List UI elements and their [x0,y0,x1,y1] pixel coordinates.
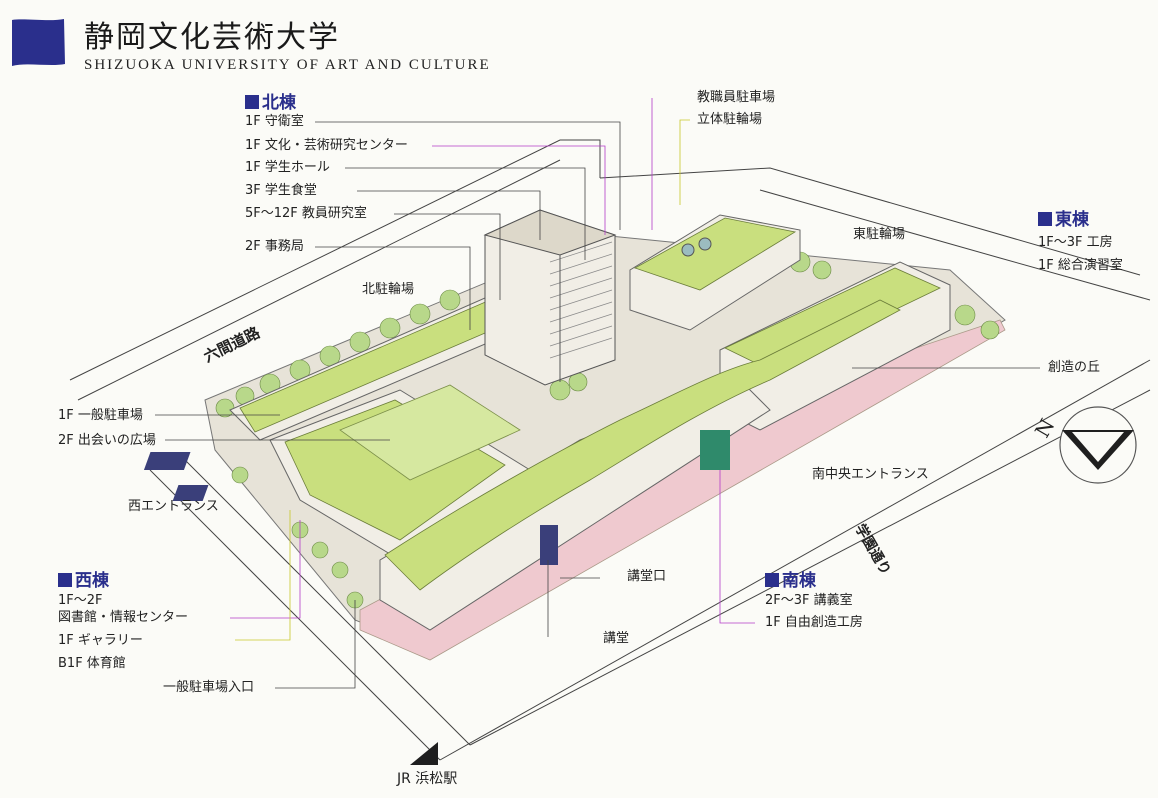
east-building-title: 東棟 [1055,210,1089,230]
west-skylight-2 [172,485,209,501]
label-west-entrance: 西エントランス [128,499,219,514]
east-building-heading: 東棟 [1038,205,1089,230]
label-staff-parking: 教職員駐車場 [697,90,776,105]
creative-hill-roof [384,299,901,591]
west-building-title: 西棟 [75,571,109,591]
north-item-cafeteria: 3F 学生食堂 [245,183,317,198]
leader-lines [155,98,1040,689]
station-arrow-icon [410,742,438,765]
label-bike-parking-multi: 立体駐輪場 [697,112,763,127]
trees [215,251,1000,609]
courtyard-lawn [339,384,521,481]
north-building-heading: 北棟 [245,88,296,113]
west-item-library: 図書館・情報センター [58,610,189,625]
west-skylight [143,452,191,470]
label-east-bike-parking: 東駐輪場 [853,227,906,242]
label-south-central-entrance: 南中央エントランス [812,467,929,482]
south-building-title: 南棟 [782,571,816,591]
label-plaza: 2F 出会いの広場 [58,433,156,448]
north-item-office: 2F 事務局 [245,239,304,254]
label-station: JR 浜松駅 [397,771,458,787]
square-icon [58,573,72,587]
label-auditorium: 講堂 [603,631,630,646]
label-parking-entrance: 一般駐車場入口 [163,680,255,695]
label-general-parking: 1F 一般駐車場 [58,408,143,423]
label-creative-hill: 創造の丘 [1048,360,1101,375]
page-title: 静岡文化芸術大学 [84,20,340,55]
road-outlines [69,139,1151,761]
west-item-gym: B1F 体育館 [58,656,126,671]
west-item-gallery: 1F ギャラリー [58,633,143,648]
south-building-heading: 南棟 [765,566,816,591]
square-icon [1038,212,1052,226]
logo-icon [12,19,65,66]
south-item-workshop: 1F 自由創造工房 [765,615,863,630]
west-building-heading: 西棟 [58,566,109,591]
east-item-workshop: 1F～3F 工房 [1038,235,1113,250]
north-item-guard: 1F 守衛室 [245,114,304,129]
east-item-studio: 1F 総合演習室 [1038,258,1123,273]
east-building-roof [634,217,797,291]
south-glass [540,525,558,565]
page-subtitle: SHIZUOKA UNIVERSITY OF ART AND CULTURE [84,57,491,73]
label-north-bike-parking: 北駐輪場 [362,282,415,297]
south-glass-2 [700,430,730,470]
compass [1059,406,1137,484]
north-building-title: 北棟 [262,93,296,113]
west-item-floors: 1F～2F [58,593,103,608]
square-icon [765,573,779,587]
north-item-research-center: 1F 文化・芸術研究センター [245,138,408,153]
north-item-faculty-rooms: 5F～12F 教員研究室 [245,206,367,221]
tower [483,209,617,386]
label-auditorium-entrance: 講堂口 [627,569,667,584]
south-item-lecture: 2F～3F 講義室 [765,593,853,608]
north-item-student-hall: 1F 学生ホール [245,160,330,175]
square-icon [245,95,259,109]
